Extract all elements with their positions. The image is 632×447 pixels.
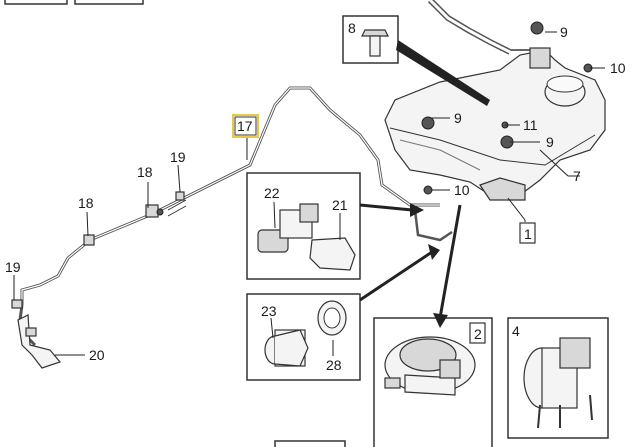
line-clips	[11, 191, 187, 309]
box-22-21	[246, 172, 424, 280]
fluid-tank-7	[384, 21, 606, 201]
arrow-8	[396, 40, 490, 106]
grommet-9a	[421, 116, 435, 130]
leader-lines	[13, 31, 605, 356]
callout-28: 28	[326, 357, 342, 373]
callout-21: 21	[332, 197, 348, 213]
callout-box-2	[469, 322, 486, 344]
clip-19-upper	[175, 191, 185, 201]
box-23-28	[246, 244, 440, 381]
callout-9-left: 9	[454, 110, 462, 126]
bracket-part-20	[17, 314, 62, 369]
callout-1: 1	[524, 226, 532, 242]
filler-hose	[427, 0, 512, 55]
bottom-partial-box	[274, 440, 346, 447]
box-8	[342, 15, 490, 106]
callout-18-lower: 18	[78, 195, 94, 211]
callout-20: 20	[89, 347, 105, 363]
callout-23: 23	[261, 303, 277, 319]
callout-10-right: 10	[610, 60, 626, 76]
callout-7: 7	[573, 168, 581, 184]
callout-box-17-highlight	[232, 114, 259, 138]
clip-19-lower	[11, 299, 23, 309]
callout-8: 8	[348, 20, 356, 36]
callout-19-lower: 19	[5, 259, 21, 275]
top-partial-boxes	[4, 0, 144, 5]
callout-labels: 1 2 4 7 8 9 9 9 10 10 11 17 18 18 19 19 …	[5, 20, 626, 373]
callout-22: 22	[264, 185, 280, 201]
callout-9-top: 9	[560, 24, 568, 40]
callout-2: 2	[474, 326, 482, 342]
callout-11: 11	[523, 117, 538, 133]
box-4	[507, 317, 609, 439]
callout-4: 4	[512, 323, 520, 339]
callout-10-left: 10	[454, 182, 470, 198]
clip-18-lower	[83, 234, 95, 246]
box-2	[373, 204, 493, 447]
callout-17: 17	[237, 118, 253, 134]
callout-box-1	[519, 222, 536, 244]
grommet-9b	[530, 21, 544, 35]
nut-10a	[423, 185, 433, 195]
callout-19-upper: 19	[170, 149, 186, 165]
callout-18-upper: 18	[137, 164, 153, 180]
callout-9-right: 9	[546, 134, 554, 150]
